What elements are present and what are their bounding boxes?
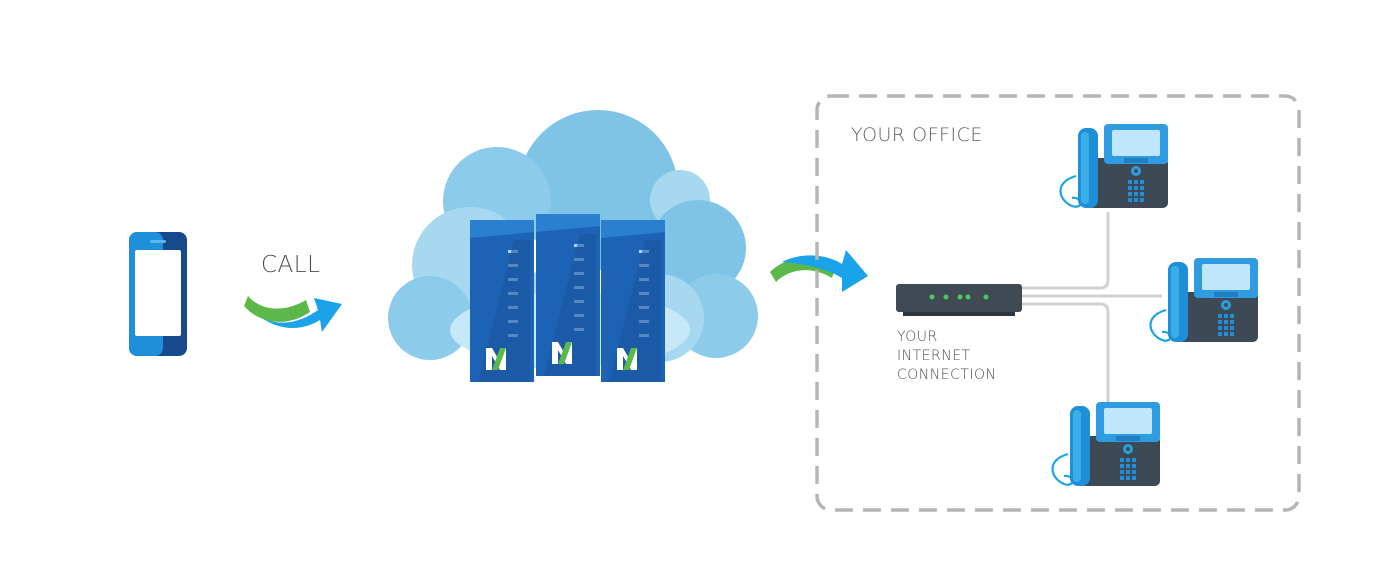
smartphone-icon: [129, 232, 187, 356]
office-boundary: [815, 94, 1301, 512]
connection-label-line-2: INTERNET: [897, 348, 971, 364]
connection-label-line-1: YOUR: [897, 329, 938, 345]
desk-phone-icon-2: [1149, 256, 1260, 344]
internet-connection-label: YOUR INTERNET CONNECTION: [897, 328, 997, 385]
router-icon: [896, 284, 1022, 316]
connection-label-line-3: CONNECTION: [897, 367, 997, 383]
call-label: CALL: [261, 252, 321, 278]
network-cables: [1022, 212, 1162, 410]
server-icon-2: [536, 214, 600, 376]
desk-phone-icon-3: [1051, 400, 1162, 488]
cloud-arrow-icon: [770, 250, 868, 292]
call-arrow-icon: [244, 296, 342, 332]
server-icon-3: [601, 220, 665, 382]
desk-phone-icon-1: [1059, 122, 1170, 210]
office-title: YOUR OFFICE: [851, 124, 983, 146]
server-icon-1: [470, 220, 534, 382]
